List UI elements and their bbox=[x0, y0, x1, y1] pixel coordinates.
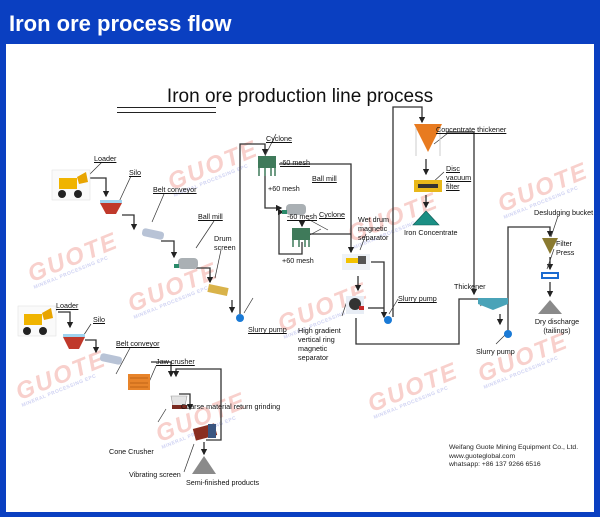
label-filter-press: Filter Press bbox=[556, 239, 575, 257]
connector bbox=[392, 106, 426, 317]
label-silo: Silo bbox=[129, 168, 141, 177]
jaw-crusher-icon bbox=[128, 374, 150, 390]
filter-press-icon bbox=[541, 272, 559, 279]
high-gradient-separator-icon bbox=[346, 296, 364, 314]
disc-vacuum-filter-icon bbox=[414, 180, 442, 192]
label-slurry-pump: Slurry pump bbox=[248, 325, 287, 334]
connector bbox=[196, 267, 214, 284]
label-drum-screen: Drum screen bbox=[214, 234, 236, 252]
wet-drum-separator-icon bbox=[342, 254, 370, 270]
connector bbox=[279, 163, 355, 254]
label-silo: Silo bbox=[93, 315, 105, 324]
drum-screen-icon bbox=[207, 284, 229, 296]
connector bbox=[507, 226, 554, 331]
label-high-gradient-separator: High gradient vertical ring magnetic sep… bbox=[298, 326, 341, 362]
connector bbox=[151, 361, 175, 378]
belt-conveyor-icon bbox=[99, 353, 123, 365]
label-belt-conveyor: Belt conveyor bbox=[116, 339, 160, 348]
label-semi-finished: Semi-finished products bbox=[186, 478, 260, 487]
label-cyclone: Cyclone bbox=[319, 210, 345, 219]
label-wet-drum-separator: Wet drum magnetic separator bbox=[358, 215, 390, 242]
equipment-icons bbox=[17, 124, 562, 474]
label-coarse-return: Coarse material return grinding bbox=[181, 402, 281, 411]
connector bbox=[355, 298, 492, 345]
connector bbox=[122, 214, 138, 231]
diagram-title: Iron ore production line process bbox=[166, 86, 434, 107]
dry-discharge-pile-icon bbox=[538, 300, 562, 314]
loader-icon bbox=[51, 169, 91, 201]
connector bbox=[446, 131, 478, 296]
whatsapp-number: whatsapp: +86 137 9266 6516 bbox=[449, 461, 541, 468]
company-name: Weifang Guote Mining Equipment Co., Ltd. bbox=[449, 444, 579, 451]
connector bbox=[90, 177, 110, 198]
label-iron-concentrate: Iron Concentrate bbox=[404, 228, 458, 237]
website-link[interactable]: www.guoteglobal.com bbox=[449, 452, 516, 460]
label-plus60-mesh: +60 mesh bbox=[268, 184, 300, 193]
label-concentrate-thickener: Concentrate thickener bbox=[436, 125, 507, 134]
silo-icon bbox=[63, 334, 85, 349]
cyclone-icon bbox=[258, 156, 276, 176]
ball-mill-icon bbox=[282, 204, 306, 215]
vibrating-screen-icon bbox=[192, 423, 218, 441]
thickener-icon bbox=[478, 298, 508, 310]
connector bbox=[371, 261, 388, 319]
page-title: Iron ore process flow bbox=[9, 11, 232, 36]
label-vibrating-screen: Vibrating screen bbox=[129, 470, 181, 479]
belt-conveyor-icon bbox=[141, 228, 165, 240]
label-cone-crusher: Cone Crusher bbox=[109, 447, 154, 456]
title-underline bbox=[117, 107, 216, 113]
connector bbox=[58, 311, 74, 329]
label-thickener: Thickener bbox=[454, 282, 486, 291]
connector bbox=[179, 393, 194, 411]
label-disc-vacuum-filter: Disc vacuum filter bbox=[446, 164, 472, 191]
label-desludging-bucket: Desludging bucket bbox=[534, 208, 594, 217]
label-jaw-crusher: Jaw crusher bbox=[156, 357, 195, 366]
label-minus60-mesh: -60 mesh bbox=[287, 212, 317, 221]
label-loader: Loader bbox=[56, 301, 79, 310]
connector bbox=[161, 240, 178, 259]
label-ball-mill: Ball mill bbox=[198, 212, 223, 221]
connector bbox=[264, 176, 283, 212]
connector bbox=[239, 143, 269, 314]
loader-icon bbox=[17, 305, 57, 337]
header-bar: Iron ore process flow bbox=[0, 0, 600, 44]
cyclone-icon bbox=[292, 228, 310, 247]
coarse-return-line bbox=[172, 368, 222, 441]
label-slurry-pump: Slurry pump bbox=[476, 347, 515, 356]
cone-crusher-icon bbox=[170, 395, 188, 409]
label-slurry-pump: Slurry pump bbox=[398, 294, 437, 303]
label-dry-discharge: Dry discharge (tailings) bbox=[534, 317, 580, 335]
ball-mill-icon bbox=[174, 258, 198, 269]
label-belt-conveyor: Belt conveyor bbox=[153, 185, 197, 194]
slurry-pump-icon bbox=[504, 330, 512, 338]
flow-diagram bbox=[17, 106, 562, 474]
connector bbox=[277, 208, 303, 255]
concentrate-thickener-icon bbox=[414, 124, 442, 156]
silo-icon bbox=[100, 200, 122, 214]
label-minus60-mesh: -60 mesh bbox=[280, 158, 310, 167]
contact-info: Weifang Guote Mining Equipment Co., Ltd.… bbox=[449, 444, 578, 470]
slurry-pump-icon bbox=[236, 314, 244, 322]
iron-concentrate-pile-icon bbox=[412, 210, 440, 226]
label-cyclone: Cyclone bbox=[266, 134, 292, 143]
label-ball-mill: Ball mill bbox=[312, 174, 337, 183]
semi-finished-pile-icon bbox=[192, 456, 216, 474]
connector bbox=[85, 339, 100, 354]
label-loader: Loader bbox=[94, 154, 117, 163]
desludging-bucket-icon bbox=[542, 238, 558, 254]
slurry-pump-icon bbox=[384, 316, 392, 324]
label-plus60-mesh: +60 mesh bbox=[282, 256, 314, 265]
